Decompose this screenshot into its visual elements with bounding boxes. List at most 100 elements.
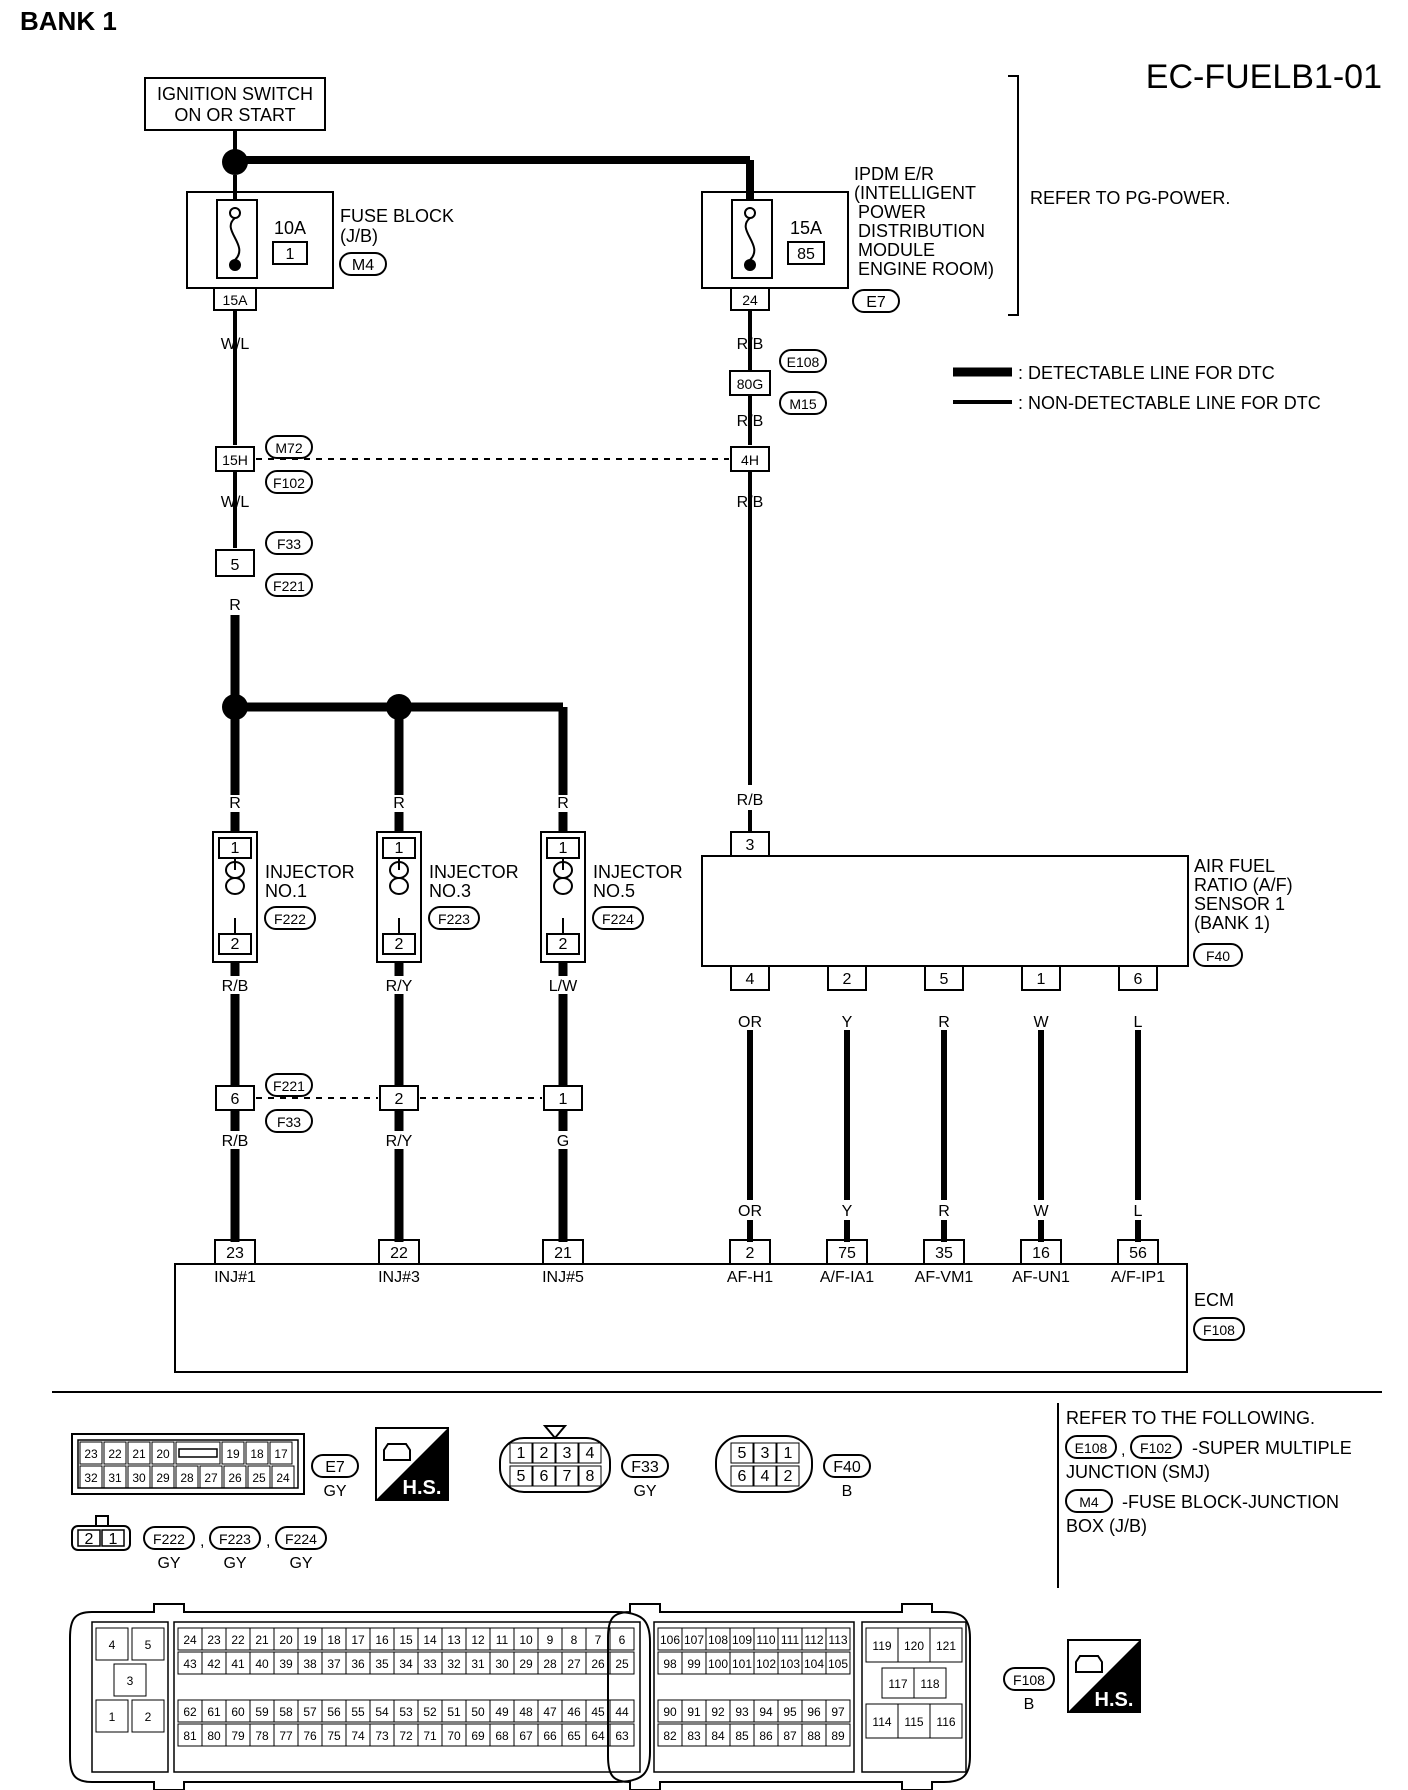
f33-id: F33 bbox=[631, 1459, 659, 1476]
sensor-pin-3: 3 bbox=[746, 837, 755, 854]
f108-pin: 113 bbox=[828, 1633, 847, 1647]
ecm-label-afh1: AF-H1 bbox=[727, 1269, 773, 1286]
f108-pin: 37 bbox=[327, 1657, 341, 1671]
fuse-block-name-2: (J/B) bbox=[340, 226, 378, 246]
f108-pin: 120 bbox=[904, 1639, 924, 1653]
f108-pin: 7 bbox=[595, 1633, 602, 1647]
coil-icon bbox=[225, 858, 246, 934]
e7-pin: 29 bbox=[156, 1471, 170, 1485]
f33-pin: 6 bbox=[540, 1468, 549, 1485]
f108-pin: 86 bbox=[759, 1729, 773, 1743]
f108-pin: 72 bbox=[399, 1729, 413, 1743]
f40-color: B bbox=[842, 1483, 853, 1500]
f108-id: F108 bbox=[1013, 1672, 1045, 1688]
f108-pin: 71 bbox=[423, 1729, 437, 1743]
f108-pin: 99 bbox=[687, 1657, 701, 1671]
af-sensor-name-1: AIR FUEL bbox=[1194, 856, 1275, 876]
f108-pin: 48 bbox=[519, 1705, 533, 1719]
ipdm-name-5: MODULE bbox=[858, 240, 935, 260]
legend-non-detectable: : NON-DETECTABLE LINE FOR DTC bbox=[1018, 393, 1321, 413]
f108-pin: 36 bbox=[351, 1657, 365, 1671]
sensor-pin-6: 6 bbox=[1134, 971, 1143, 988]
fuse-block-name-1: FUSE BLOCK bbox=[340, 206, 454, 226]
f108-pin: 49 bbox=[495, 1705, 509, 1719]
conn-m72: M72 bbox=[275, 440, 302, 456]
wire-r-inj1: R bbox=[229, 795, 241, 812]
inj3-label-1: INJECTOR bbox=[429, 862, 519, 882]
sensor-pin-5: 5 bbox=[940, 971, 949, 988]
sensor-outputs: 4 2 5 1 6 bbox=[730, 965, 1158, 991]
conn-m4: M4 bbox=[352, 257, 374, 274]
fuse-icon bbox=[229, 217, 241, 261]
f108-color: B bbox=[1024, 1696, 1035, 1713]
f108-pin: 121 bbox=[936, 1639, 956, 1653]
f108-pin: 95 bbox=[783, 1705, 797, 1719]
ecm-terminals: 23 INJ#1 22 INJ#3 21 INJ#5 2 AF-H1 75 A/… bbox=[214, 1239, 1165, 1286]
e7-pin: 25 bbox=[252, 1471, 266, 1485]
harness-side-icon: H.S. bbox=[1067, 1639, 1141, 1713]
smj-e108: E108 bbox=[1075, 1440, 1108, 1456]
e7-pin: 26 bbox=[228, 1471, 242, 1485]
diagram-code: EC-FUELB1-01 bbox=[1146, 58, 1382, 96]
f33-pin: 1 bbox=[517, 1445, 526, 1462]
inj-conn-pin-1: 1 bbox=[109, 1531, 118, 1548]
term-15a: 15A bbox=[223, 292, 249, 308]
f108-pin: 56 bbox=[327, 1705, 341, 1719]
e7-pin: 31 bbox=[108, 1471, 122, 1485]
wire-ry-inj3: R/Y bbox=[386, 978, 413, 995]
f108-pin: 67 bbox=[519, 1729, 533, 1743]
jb-text-2: BOX (J/B) bbox=[1066, 1516, 1147, 1536]
ecm-box bbox=[174, 1263, 1188, 1373]
af-sensor-box bbox=[701, 855, 1189, 967]
f108-pin: 53 bbox=[399, 1705, 413, 1719]
f108-pin: 12 bbox=[471, 1633, 485, 1647]
e7-pin: 19 bbox=[226, 1447, 240, 1461]
inj-conn-pin-2: 2 bbox=[85, 1531, 94, 1548]
f108-pin: 94 bbox=[759, 1705, 773, 1719]
e7-pin: 24 bbox=[276, 1471, 290, 1485]
f33-pin: 4 bbox=[586, 1445, 595, 1462]
f108-pin: 76 bbox=[303, 1729, 317, 1743]
wire-w-1: W bbox=[1033, 1014, 1049, 1031]
f108-pin: 45 bbox=[591, 1705, 605, 1719]
conn-f223: F223 bbox=[438, 911, 470, 927]
f108-pin: 106 bbox=[660, 1633, 680, 1647]
f108-pin: 26 bbox=[591, 1657, 605, 1671]
fuse-icon bbox=[744, 217, 756, 261]
f108-pin: 118 bbox=[920, 1677, 939, 1691]
f108-pin: 31 bbox=[471, 1657, 485, 1671]
ignition-label-2: ON OR START bbox=[174, 105, 295, 125]
ipdm-name-1: IPDM E/R bbox=[854, 164, 934, 184]
f108-pin: 90 bbox=[663, 1705, 677, 1719]
ecm-name: ECM bbox=[1194, 1290, 1234, 1310]
f108-pin: 14 bbox=[423, 1633, 437, 1647]
e7-pin: 27 bbox=[204, 1471, 218, 1485]
ecm-label-afip1: A/F-IP1 bbox=[1111, 1269, 1165, 1286]
wire-r-s2: R bbox=[938, 1203, 950, 1220]
f108-pin: 111 bbox=[781, 1633, 800, 1647]
f108-pin: 78 bbox=[255, 1729, 269, 1743]
e7-pin: 18 bbox=[250, 1447, 264, 1461]
f108-pin: 59 bbox=[255, 1705, 269, 1719]
f108-pin: 101 bbox=[732, 1657, 752, 1671]
wire-r-1: R bbox=[229, 597, 241, 614]
conn-f224: F224 bbox=[602, 911, 634, 927]
af-sensor-name-3: SENSOR 1 bbox=[1194, 894, 1285, 914]
f108-pin: 21 bbox=[255, 1633, 269, 1647]
e7-color: GY bbox=[323, 1483, 346, 1500]
f108-pin: 116 bbox=[936, 1715, 955, 1729]
f108-pin: 84 bbox=[711, 1729, 725, 1743]
f108-pin: 93 bbox=[735, 1705, 749, 1719]
f108-pin: 55 bbox=[351, 1705, 365, 1719]
f108-pin: 2 bbox=[145, 1710, 152, 1724]
conn-f221-mid: F221 bbox=[273, 1078, 305, 1094]
f108-pin: 74 bbox=[351, 1729, 365, 1743]
f108-pin: 87 bbox=[783, 1729, 797, 1743]
wire-w-2: W bbox=[1033, 1203, 1049, 1220]
hs-label-2: H.S. bbox=[1095, 1689, 1134, 1711]
conn-f102: F102 bbox=[273, 475, 305, 491]
f108-pin: 3 bbox=[127, 1674, 134, 1688]
f108-pin: 5 bbox=[145, 1638, 152, 1652]
conn-f108: F108 bbox=[1203, 1322, 1235, 1338]
